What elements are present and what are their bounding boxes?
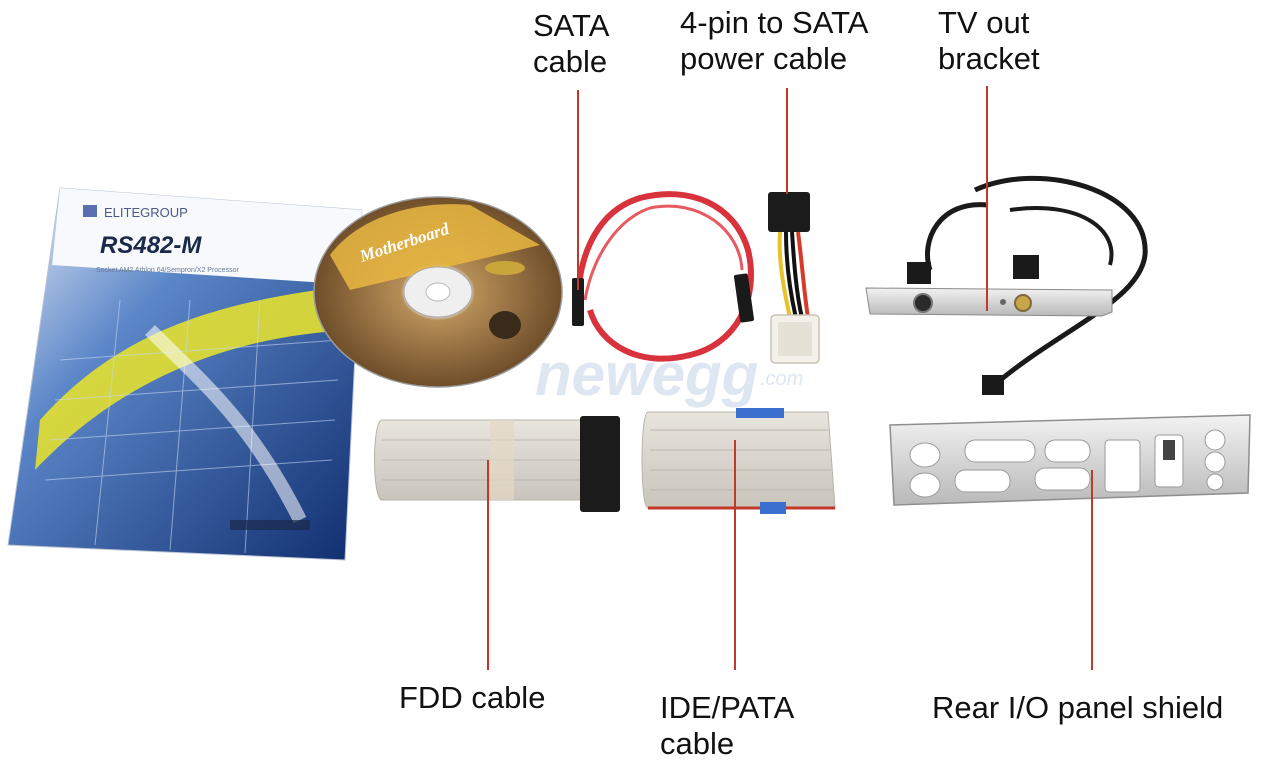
fdd-cable-item — [374, 416, 620, 512]
manual-model: RS482-M — [100, 232, 202, 259]
rear-io-shield-item — [889, 414, 1251, 506]
power-cable-label: 4-pin to SATA power cable — [680, 5, 868, 77]
tv-out-bracket-label-line1: TV out — [938, 5, 1030, 40]
tv-out-bracket-item — [865, 175, 1148, 395]
ide-pata-cable-item — [641, 408, 836, 514]
watermark-suffix: .com — [760, 368, 803, 390]
power-cable-leader — [786, 88, 788, 194]
tv-out-bracket-label-line2: bracket — [938, 41, 1040, 76]
ide-pata-cable-label: IDE/PATA cable — [660, 690, 794, 762]
sata-cable-label-line1: SATA — [533, 8, 610, 43]
driver-cd: Motherboard — [313, 196, 563, 388]
watermark-text: newegg — [535, 341, 758, 408]
sata-cable-leader — [577, 90, 579, 290]
power-cable-label-line2: power cable — [680, 41, 848, 76]
manual-subtitle: Socket AM2 Athlon 64/Sempron/X2 Processo… — [96, 267, 239, 274]
fdd-cable-leader — [487, 460, 489, 670]
fdd-cable-label: FDD cable — [399, 680, 546, 715]
tv-out-bracket-leader — [986, 86, 988, 311]
power-cable-item — [768, 192, 820, 364]
sata-cable-label-line2: cable — [533, 44, 608, 79]
elitegroup-logo — [83, 205, 97, 217]
rear-io-shield-label: Rear I/O panel shield — [932, 690, 1224, 725]
power-cable-label-line1: 4-pin to SATA — [680, 5, 869, 40]
newegg-watermark: newegg .com — [535, 341, 803, 408]
rear-io-shield-leader — [1091, 470, 1093, 670]
user-manual: ELITEGROUP RS482-M Socket AM2 Athlon 64/… — [7, 187, 363, 561]
ide-pata-cable-label-line1: IDE/PATA — [660, 690, 795, 725]
sata-cable-label: SATA cable — [533, 8, 609, 80]
manual-brand: ELITEGROUP — [104, 205, 188, 220]
tv-out-bracket-label: TV out bracket — [938, 5, 1040, 77]
sata-cable-item — [572, 191, 755, 362]
ide-pata-cable-label-line2: cable — [660, 726, 735, 761]
ide-pata-cable-leader — [734, 440, 736, 670]
